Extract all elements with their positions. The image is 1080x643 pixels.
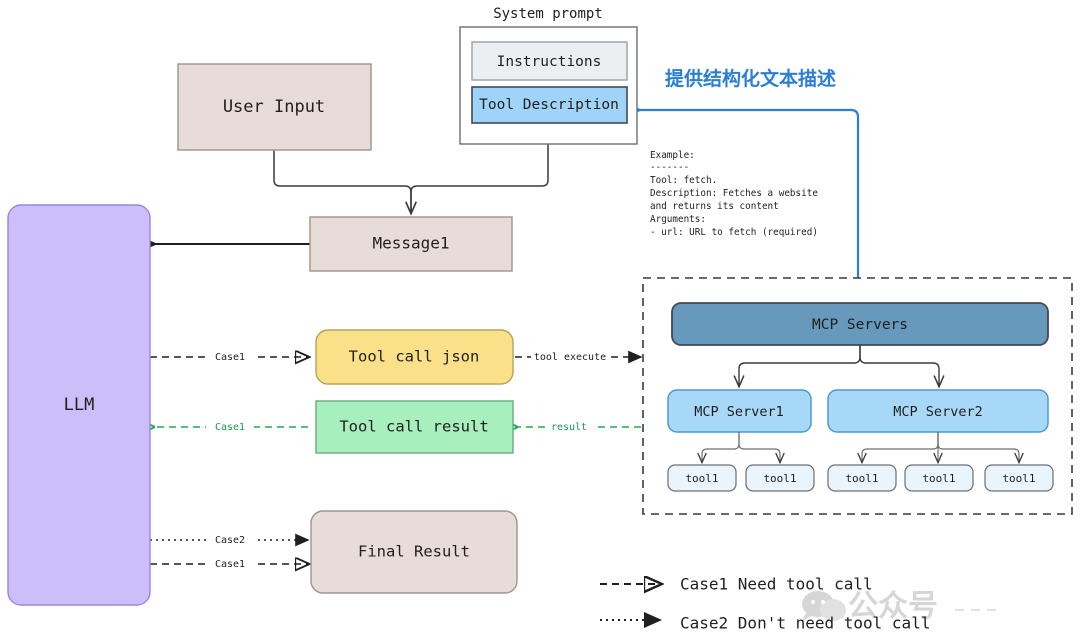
tool-call-json-label: Tool call json — [349, 348, 480, 366]
tool-call-result-label: Tool call result — [339, 418, 488, 436]
tool-label-s1-b: tool1 — [763, 472, 796, 485]
example-line-3: Description: Fetches a website — [650, 188, 818, 199]
edge-label-bg-5 — [531, 349, 609, 365]
edge-label-bg-1 — [206, 349, 254, 365]
edge-server2-to-tool-c — [937, 432, 1024, 465]
edge-mcp-to-server1 — [733, 345, 861, 389]
edge-label-bg-2 — [206, 419, 254, 435]
mcp-server1-label: MCP Server1 — [694, 404, 783, 420]
wechat-dot2-icon — [821, 600, 825, 604]
edge-label-result: result — [551, 422, 587, 433]
edge-server1-to-tool-b — [738, 432, 785, 465]
example-line-4: and returns its content — [650, 201, 779, 212]
tool-box-s1-a[interactable] — [667, 464, 737, 492]
example-line-2: Tool: fetch. — [650, 175, 717, 186]
tool-box-s1-b[interactable] — [745, 464, 815, 492]
annotation-chinese: 提供结构化文本描述 — [665, 67, 836, 90]
tool-call-result-box[interactable] — [315, 400, 514, 454]
tool-box-s2-b[interactable] — [904, 464, 974, 492]
edge-label-bg-4 — [206, 556, 254, 572]
message1-label: Message1 — [372, 234, 449, 253]
tool-label-s2-a: tool1 — [845, 472, 878, 485]
example-line-6: - url: URL to fetch (required) — [650, 227, 818, 238]
instructions-box[interactable] — [471, 41, 628, 81]
edge-label-result-to-llm: Case1 — [215, 422, 245, 433]
example-line-0: Example: — [650, 150, 695, 161]
example-line-1: ------- — [650, 162, 689, 173]
example-line-5: Arguments: — [650, 214, 706, 225]
tool-label-s1-a: tool1 — [685, 472, 718, 485]
edge-label-bg-3 — [206, 532, 254, 548]
mcp-group-container — [642, 277, 1073, 515]
legend-label-case1: Case1 Need tool call — [680, 575, 873, 594]
tool-box-s2-c[interactable] — [984, 464, 1054, 492]
edge-label-final-case2: Case2 — [215, 535, 245, 546]
wechat-bubble2-icon — [820, 599, 846, 621]
tool-description-box[interactable] — [471, 86, 628, 124]
edge-label-final-case1: Case1 — [215, 559, 245, 570]
user-input-label: User Input — [223, 97, 325, 117]
edge-mcp-to-server2 — [859, 345, 945, 389]
mcp-servers-label: MCP Servers — [812, 317, 908, 333]
edge-label-bg-6 — [545, 419, 593, 435]
edge-label-tool-execute: tool execute — [534, 352, 606, 363]
llm-label: LLM — [64, 395, 95, 415]
final-result-label: Final Result — [358, 543, 470, 561]
tool-call-json-box[interactable] — [315, 329, 514, 385]
message1-box[interactable] — [309, 216, 513, 272]
legend-label-case2: Case2 Don't need tool call — [680, 614, 930, 633]
mcp-server2-label: MCP Server2 — [893, 404, 982, 420]
final-result-box[interactable] — [310, 510, 518, 594]
tool-label-s2-c: tool1 — [1002, 472, 1035, 485]
tool-box-s2-a[interactable] — [827, 464, 897, 492]
watermark-text: 公众号 — [848, 589, 938, 624]
example-text-block: Example: ------- Tool: fetch. Descriptio… — [650, 150, 818, 238]
edge-server2-to-tool-a — [857, 432, 939, 465]
tool-label-s2-b: tool1 — [922, 472, 955, 485]
wechat-watermark: 公众号 — [802, 589, 1000, 624]
system-prompt-title: System prompt — [493, 6, 603, 22]
legend: Case1 Need tool call Case2 Don't need to… — [600, 575, 930, 633]
instructions-label: Instructions — [497, 54, 602, 70]
llm-box[interactable] — [7, 204, 151, 606]
edge-system-prompt-to-message1 — [410, 143, 549, 213]
edge-server1-to-tool-a — [697, 432, 740, 465]
tool-description-label: Tool Description — [479, 97, 619, 113]
edge-label-llm-to-toolcall: Case1 — [215, 352, 245, 363]
edge-user-input-to-message1 — [273, 150, 418, 216]
wechat-dot1-icon — [811, 600, 815, 604]
edge-tool-description-feed — [622, 101, 860, 278]
user-input-box[interactable] — [177, 63, 372, 151]
wechat-bubble-tail-icon — [802, 613, 812, 621]
